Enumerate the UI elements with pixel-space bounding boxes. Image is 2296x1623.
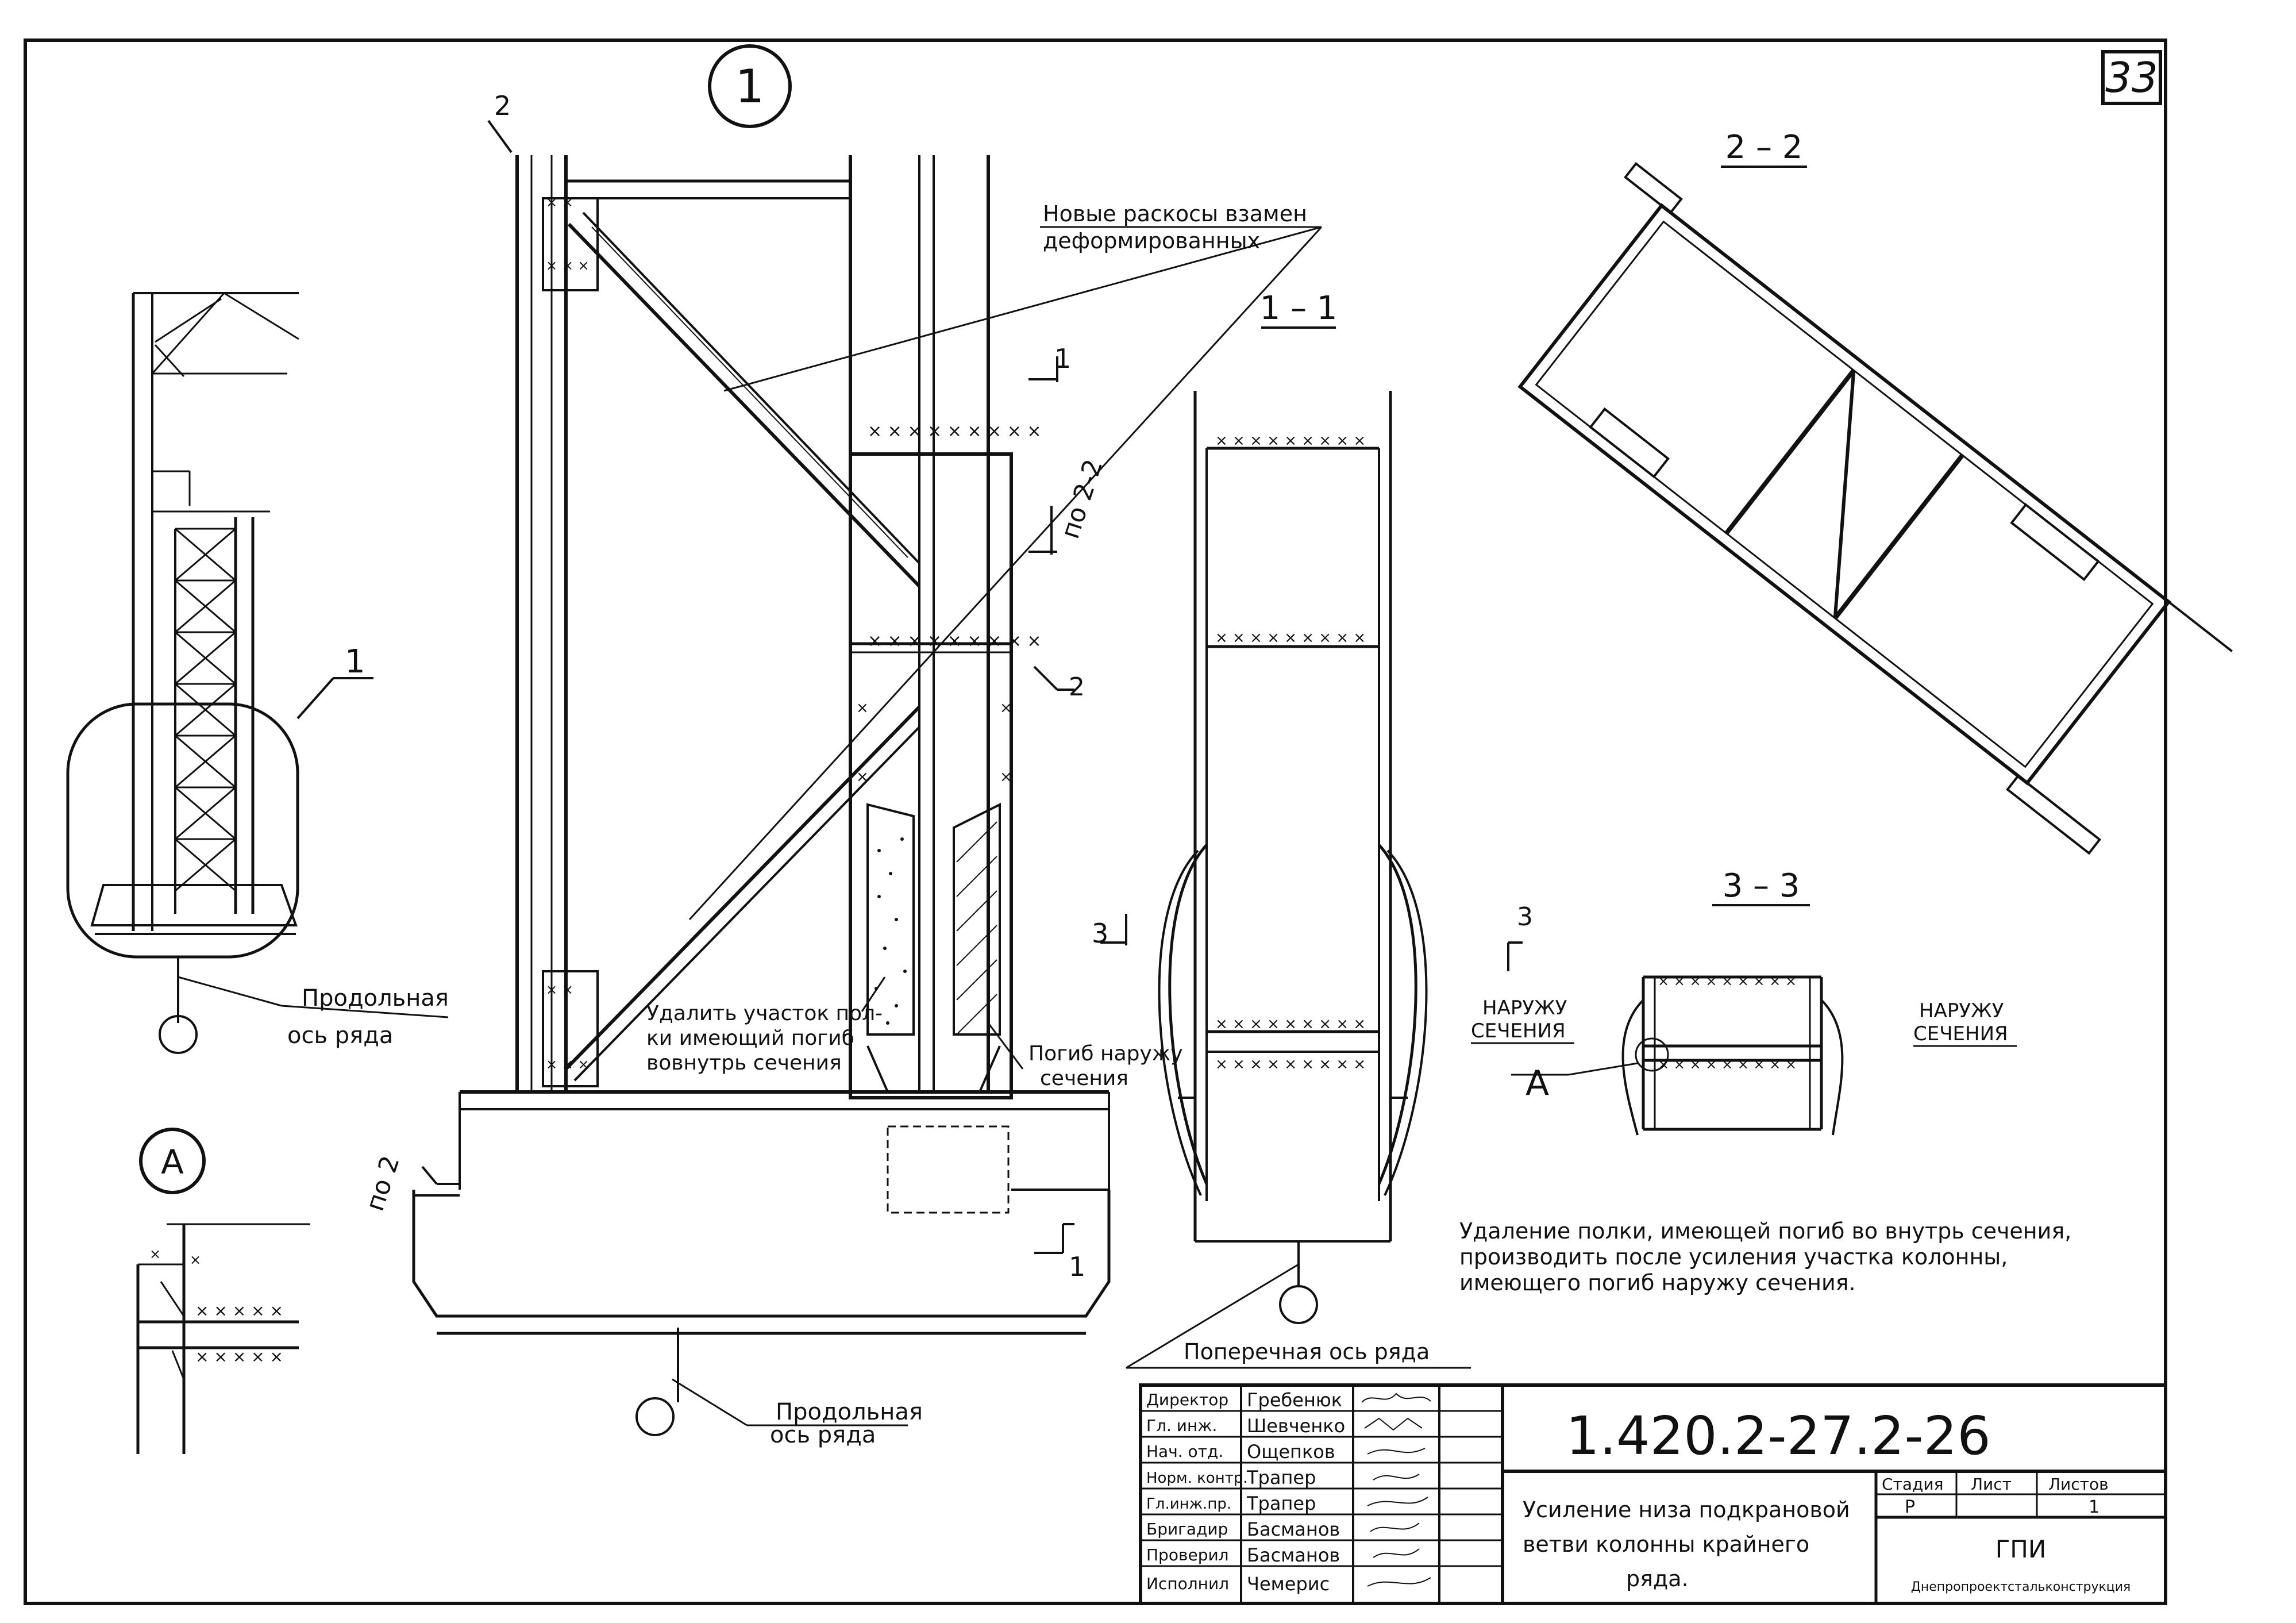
detail-a: А × × × × × × × × × × × × <box>136 1128 310 1454</box>
by-2-mark: по 2 <box>360 1152 406 1215</box>
remove-flange-label-2: ки имеющий погиб <box>646 1026 854 1050</box>
long-axis-label-1b: ось ряда <box>287 1022 393 1049</box>
section-1-1: 1 – 1 × × × × × × × × × × × × × × × × × … <box>1126 290 1471 1369</box>
drawing-title-1: Усиление низа подкрановой <box>1523 1497 1850 1522</box>
svg-text:×: × <box>856 699 869 717</box>
long-axis-label-2: Продольная <box>776 1399 923 1425</box>
outward-left-label-2: СЕЧЕНИЯ <box>1471 1020 1566 1043</box>
stage-value: Р <box>1905 1497 1915 1517</box>
detail-1-label: 1 <box>345 643 365 680</box>
name-director: Гребенюк <box>1247 1389 1342 1411</box>
general-note: Удаление полки, имеющей погиб во внутрь … <box>1459 1218 2071 1295</box>
name-dept-head: Ощепков <box>1247 1441 1335 1463</box>
role-norm-control: Норм. контр. <box>1146 1470 1248 1487</box>
outward-right-label: НАРУЖУ <box>1919 999 2004 1022</box>
role-executed: Исполнил <box>1146 1574 1229 1593</box>
cut-2-top: 2 <box>494 90 511 121</box>
svg-text:× × × × × × × × ×: × × × × × × × × × <box>1658 973 1797 989</box>
section-3-3-title: 3 – 3 <box>1723 867 1800 905</box>
name-executed: Чемерис <box>1247 1573 1330 1595</box>
role-director: Директор <box>1146 1390 1228 1409</box>
cut-1-bottom: 1 <box>1069 1251 1085 1282</box>
svg-text:×: × <box>856 768 869 786</box>
svg-text:× × ×: × × × <box>546 257 590 274</box>
svg-text:× × × × × × × × ×: × × × × × × × × × <box>868 631 1042 651</box>
svg-text:× × × × × × × × ×: × × × × × × × × × <box>868 421 1042 441</box>
svg-text:× × × × ×: × × × × × <box>195 1301 283 1320</box>
note-line-1: Удаление полки, имеющей погиб во внутрь … <box>1459 1218 2071 1244</box>
role-team-lead: Бригадир <box>1146 1520 1228 1539</box>
bend-out-label-2: сечения <box>1040 1067 1128 1090</box>
svg-text:× ×: × × <box>546 982 573 998</box>
new-braces-label: Новые раскосы взамен <box>1043 201 1307 226</box>
outward-left-label: НАРУЖУ <box>1482 997 1567 1020</box>
section-3-3: 3 – 3 3 × × × × × × × × × × × × × × × × … <box>1507 867 1844 1136</box>
cut-3-right: 3 <box>1517 902 1533 932</box>
detail-a-callout: А <box>1525 1063 1549 1103</box>
svg-text:× ×: × × <box>546 194 573 210</box>
name-team-lead: Басманов <box>1247 1518 1340 1540</box>
section-3-3-annotations: НАРУЖУ СЕЧЕНИЯ НАРУЖУ СЕЧЕНИЯ А <box>1471 997 2017 1103</box>
name-norm-control: Трапер <box>1246 1467 1316 1489</box>
svg-text:× × × × ×: × × × × × <box>195 1347 283 1366</box>
sheets-value: 1 <box>2089 1497 2099 1517</box>
section-2-2-title: 2 – 2 <box>1725 129 1803 166</box>
svg-text:×: × <box>1000 699 1012 717</box>
role-chief-engineer: Гл. инж. <box>1146 1416 1217 1435</box>
new-braces-label-2: деформированных <box>1043 228 1260 253</box>
name-checked: Басманов <box>1247 1544 1340 1566</box>
organization-full: Днепропроектстальконструкция <box>1911 1580 2131 1594</box>
stage-label: Стадия <box>1882 1475 1943 1494</box>
main-annotations: Новые раскосы взамен деформированных Уда… <box>646 201 1322 1448</box>
cut-2-mid: 2 <box>1069 672 1085 702</box>
svg-text:× × × × × × × × ×: × × × × × × × × × <box>1215 1016 1366 1033</box>
svg-text:×: × <box>190 1252 201 1268</box>
sheet-number-box: 33 <box>2101 50 2162 105</box>
note-line-2: производить после усиления участка колон… <box>1459 1244 2008 1270</box>
cut-1-top: 1 <box>1054 343 1071 374</box>
name-project-engineer: Трапер <box>1246 1493 1316 1514</box>
remove-flange-label-3: вовнутрь сечения <box>646 1051 842 1075</box>
role-project-engineer: Гл.инж.пр. <box>1146 1495 1231 1513</box>
bend-out-label: Погиб наружу <box>1028 1042 1183 1066</box>
long-axis-label-1: Продольная <box>302 985 449 1012</box>
long-axis-label-2b: ось ряда <box>770 1422 876 1448</box>
detail-zone-1 <box>66 702 299 959</box>
title-block-text: Директор Гл. инж. Нач. отд. Норм. контр.… <box>1146 1389 2131 1595</box>
svg-text:× × × × × × × × ×: × × × × × × × × × <box>1215 1056 1366 1073</box>
outward-right-label-2: СЕЧЕНИЯ <box>1913 1022 2008 1045</box>
drawing-title-3: ряда. <box>1626 1566 1689 1591</box>
svg-text:×: × <box>149 1246 161 1262</box>
svg-text:× × × × × × × × ×: × × × × × × × × × <box>1215 432 1366 449</box>
node-1-mark: 1 <box>735 60 765 113</box>
cross-axis-label: Поперечная ось ряда <box>1184 1339 1430 1364</box>
drawing-title-2: ветви колонны крайнего <box>1523 1532 1809 1557</box>
role-checked: Проверил <box>1146 1545 1229 1564</box>
title-block <box>1139 1383 2167 1605</box>
svg-text:×: × <box>1000 768 1012 786</box>
svg-text:× × ×: × × × <box>546 1056 590 1072</box>
role-dept-head: Нач. отд. <box>1146 1442 1223 1461</box>
section-2-2: 2 – 2 <box>1517 129 2233 855</box>
sheet-number: 33 <box>2105 53 2158 102</box>
sheet-frame <box>24 39 2167 1605</box>
overview-elevation: 1 Продольная ось ряда <box>66 292 449 1054</box>
main-elevation: 1 2 <box>360 44 1323 1436</box>
svg-text:× × × × × × × × ×: × × × × × × × × × <box>1658 1056 1797 1072</box>
remove-flange-label: Удалить участок пол- <box>646 1002 883 1025</box>
note-line-3: имеющего погиб наружу сечения. <box>1459 1270 1856 1295</box>
section-1-1-title: 1 – 1 <box>1260 290 1338 327</box>
svg-text:× × × × × × × × ×: × × × × × × × × × <box>1215 629 1366 647</box>
cut-3-left: 3 <box>1092 918 1108 949</box>
organization-short: ГПИ <box>1995 1535 2047 1563</box>
detail-a-mark: А <box>161 1143 184 1182</box>
sheet-label: Лист <box>1971 1475 2012 1494</box>
sheets-label: Листов <box>2048 1475 2109 1494</box>
document-code: 1.420.2-27.2-26 <box>1566 1405 1990 1467</box>
name-chief-engineer: Шевченко <box>1247 1415 1345 1437</box>
